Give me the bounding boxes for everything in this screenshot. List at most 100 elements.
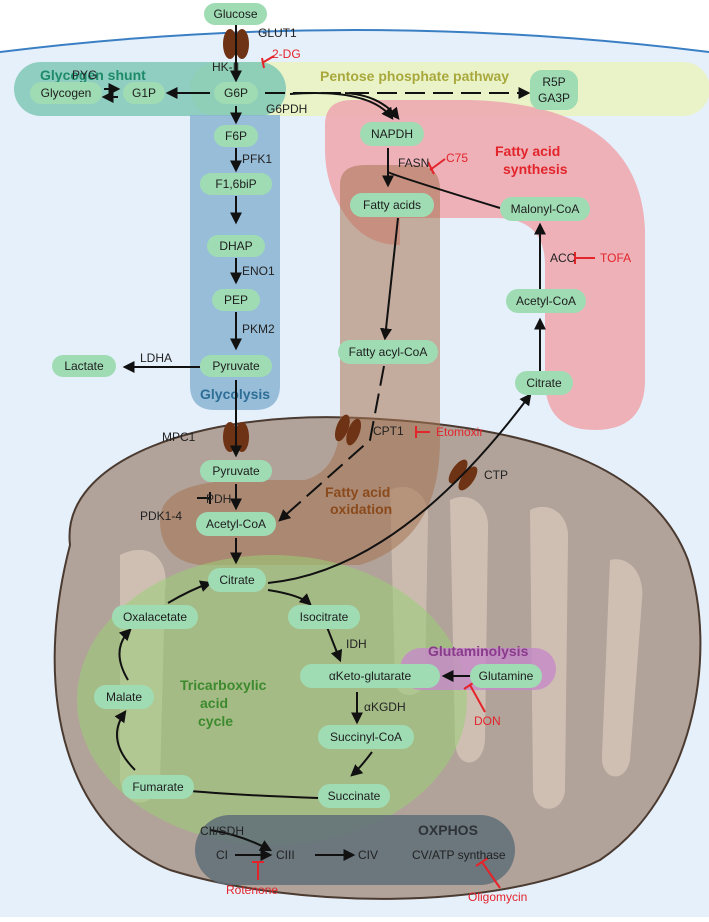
label-akgdh: αKGDH — [364, 700, 406, 714]
complex-cii: CII/SDH — [200, 824, 244, 838]
label-fasn: FASN — [398, 156, 429, 170]
fao-title-line2: oxidation — [330, 501, 392, 517]
label-ldha: LDHA — [140, 351, 172, 365]
node-malate: Malate — [94, 685, 154, 709]
svg-text:Oxalacetate: Oxalacetate — [123, 610, 187, 624]
inhibitor-labels: 2-DG C75 TOFA Etomoxir DON Rotenone Olig… — [226, 47, 631, 904]
cpt1-transporter — [334, 414, 362, 446]
node-acetyl-coa: Acetyl-CoA — [506, 289, 586, 313]
inhibitor-don: DON — [474, 714, 501, 728]
node-akg: αKeto-glutarate — [300, 664, 440, 688]
node-f6p: F6P — [214, 125, 258, 147]
fao-title-line1: Fatty acid — [325, 484, 390, 500]
node-fatty-acids: Fatty acids — [350, 193, 434, 217]
oxphos-complexes: CII/SDH CI CIII CIV CV/ATP synthase — [200, 824, 506, 862]
label-hk2: HK-II — [212, 60, 239, 74]
svg-text:Glucose: Glucose — [213, 7, 257, 21]
label-mpc1: MPC1 — [162, 430, 196, 444]
svg-text:Succinyl-CoA: Succinyl-CoA — [330, 730, 402, 744]
node-lactate: Lactate — [52, 355, 116, 377]
svg-text:PEP: PEP — [224, 293, 248, 307]
node-dhap: DHAP — [207, 235, 265, 257]
inhibitor-oligomycin: Oligomycin — [468, 890, 527, 904]
node-citrate-cytosol: Citrate — [515, 371, 573, 395]
svg-text:Lactate: Lactate — [64, 359, 104, 373]
cell-membrane — [0, 29, 709, 53]
svg-text:Malate: Malate — [106, 690, 142, 704]
svg-text:Glutamine: Glutamine — [479, 669, 534, 683]
svg-text:Fumarate: Fumarate — [132, 780, 184, 794]
svg-text:G6P: G6P — [224, 86, 248, 100]
tca-title-line3: cycle — [198, 713, 233, 729]
svg-text:Citrate: Citrate — [526, 376, 562, 390]
tca-title-line2: acid — [200, 695, 228, 711]
node-g1p: G1P — [123, 82, 165, 104]
node-glucose: Glucose — [204, 3, 267, 25]
complex-cv: CV/ATP synthase — [412, 848, 506, 862]
oxphos-title: OXPHOS — [418, 822, 478, 838]
svg-text:NAPDH: NAPDH — [371, 127, 413, 141]
label-pkm2: PKM2 — [242, 322, 275, 336]
label-glut1: GLUT1 — [258, 26, 297, 40]
label-ctp: CTP — [484, 468, 508, 482]
node-pyruvate: Pyruvate — [200, 355, 272, 377]
label-acc: ACC — [550, 251, 576, 265]
inhibitor-etomoxir: Etomoxir — [436, 425, 483, 439]
inhibitor-rotenone: Rotenone — [226, 883, 278, 897]
node-citrate-mito: Citrate — [208, 568, 266, 592]
ctp-transporter — [448, 459, 478, 491]
label-idh: IDH — [346, 637, 367, 651]
node-napdh: NAPDH — [360, 122, 424, 146]
node-succinyl-coa: Succinyl-CoA — [318, 725, 414, 749]
label-cpt1: CPT1 — [373, 424, 404, 438]
ppp-title: Pentose phosphate pathway — [320, 68, 509, 84]
label-pdh: PDH — [206, 492, 231, 506]
inhibitor-tofa: TOFA — [600, 251, 631, 265]
fas-title-line2: synthesis — [503, 161, 568, 177]
svg-text:αKeto-glutarate: αKeto-glutarate — [329, 669, 412, 683]
svg-text:DHAP: DHAP — [219, 239, 252, 253]
label-pfk1: PFK1 — [242, 152, 272, 166]
glutaminolysis-title: Glutaminolysis — [428, 643, 529, 659]
inhibitor-2dg: 2-DG — [272, 47, 301, 61]
mitochondrion-crista — [601, 559, 643, 777]
node-malonyl-coa: Malonyl-CoA — [500, 197, 590, 221]
pdk-inhibition — [197, 492, 211, 504]
complex-civ: CIV — [358, 848, 378, 862]
label-eno1: ENO1 — [242, 264, 275, 278]
complex-ciii: CIII — [276, 848, 295, 862]
svg-text:Acetyl-CoA: Acetyl-CoA — [516, 294, 576, 308]
node-pep: PEP — [212, 289, 260, 311]
svg-text:G1P: G1P — [132, 86, 156, 100]
tca-title-line1: Tricarboxylic — [180, 677, 267, 693]
svg-text:Glycogen: Glycogen — [41, 86, 92, 100]
label-g6pdh: G6PDH — [266, 102, 307, 116]
node-fatty-acyl-coa: Fatty acyl-CoA — [338, 340, 438, 364]
node-glycogen: Glycogen — [30, 82, 102, 104]
svg-text:Acetyl-CoA: Acetyl-CoA — [206, 517, 266, 531]
inhibitor-c75: C75 — [446, 151, 468, 165]
svg-text:Succinate: Succinate — [328, 789, 381, 803]
node-succinate: Succinate — [318, 784, 390, 808]
node-fumarate: Fumarate — [122, 775, 194, 799]
fas-title-line1: Fatty acid — [495, 143, 560, 159]
mpc1-transporter — [223, 422, 249, 452]
label-pdk: PDK1-4 — [140, 509, 182, 523]
svg-text:Citrate: Citrate — [219, 573, 255, 587]
node-g6p: G6P — [214, 82, 258, 104]
label-pyg: PYG — [72, 68, 97, 82]
svg-text:Isocitrate: Isocitrate — [300, 610, 349, 624]
node-f16bip: F1,6biP — [200, 173, 272, 195]
svg-text:GA3P: GA3P — [538, 91, 570, 105]
glycogen-shunt-title: Glycogen shunt — [40, 67, 146, 83]
svg-text:Fatty acids: Fatty acids — [363, 198, 421, 212]
enzyme-labels: GLUT1 HK-II PYG G6PDH PFK1 ENO1 PKM2 LDH… — [72, 26, 576, 714]
svg-text:Malonyl-CoA: Malonyl-CoA — [511, 202, 580, 216]
glut1-transporter — [223, 29, 249, 59]
node-isocitrate: Isocitrate — [288, 605, 360, 629]
node-glutamine: Glutamine — [470, 664, 542, 688]
complex-ci: CI — [216, 848, 228, 862]
ppp-region — [190, 62, 709, 116]
